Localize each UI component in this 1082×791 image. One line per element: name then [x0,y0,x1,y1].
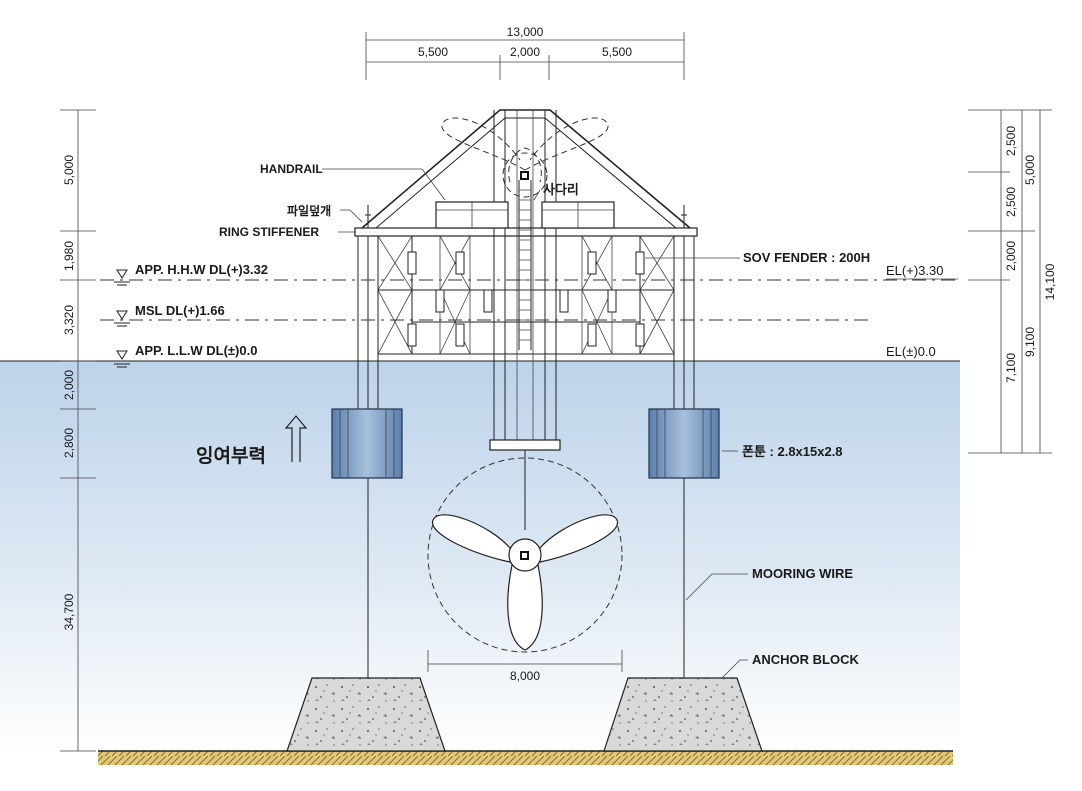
dim-left-3: 2,000 [62,370,76,400]
handrail [435,201,615,229]
ladder [518,180,532,350]
anchor-block-right [603,677,763,752]
dim-left-1: 1,980 [62,241,76,271]
dim-left-5: 34,700 [62,593,76,630]
sov-fenders [407,251,645,347]
callouts: HANDRAIL 사다리 파일덮개 RING STIFFENER SOV FEN… [219,162,870,679]
msl-label: MSL DL(+)1.66 [135,303,225,318]
mooring-wire-label: MOORING WIRE [752,566,853,581]
llw-label: APP. L.L.W DL(±)0.0 [135,343,257,358]
right-dimensions: 2,500 2,500 2,000 7,100 5,000 9,100 14,1… [968,109,1057,454]
dim-right-1: 2,500 [1004,187,1018,217]
dim-rotor: 8,000 [510,669,540,683]
dim-left-2: 3,320 [62,305,76,335]
ring-stiffeners [365,205,687,228]
dim-right-outer: 14,100 [1043,263,1057,300]
anchor-block-left [286,677,446,752]
sov-fender-label: SOV FENDER : 200H [743,250,870,265]
dim-top-left: 5,500 [418,45,448,59]
dim-right-0: 2,500 [1004,126,1018,156]
water-body [0,361,960,751]
buoyancy-arrow-icon [284,415,308,462]
hhw-label: APP. H.H.W DL(+)3.32 [135,262,268,277]
left-dimensions: 5,000 1,980 3,320 2,000 2,800 34,700 [60,109,96,752]
hhw-marker-icon [114,269,130,286]
pontoon-left [331,408,403,479]
msl-marker-icon [114,310,130,327]
upper-rotor-outline [441,117,609,198]
water-levels: APP. H.H.W DL(+)3.32 MSL DL(+)1.66 APP. … [100,262,960,368]
dim-left-0: 5,000 [62,155,76,185]
anchor-block-label: ANCHOR BLOCK [752,652,859,667]
el-zero-label: EL(±)0.0 [886,344,936,359]
handrail-label: HANDRAIL [260,162,323,176]
lower-rotor: 8,000 [427,457,623,683]
dim-right-3: 7,100 [1004,353,1018,383]
deck-frame [354,227,698,355]
ladder-label: 사다리 [543,182,579,198]
pontoon-label: 폰툰 : 2.8x15x2.8 [742,444,843,459]
dim-right-2: 2,000 [1004,241,1018,271]
dim-left-4: 2,800 [62,428,76,458]
dim-top-center: 2,000 [510,45,540,59]
tower-roof [361,109,691,530]
pile-cover-label: 파일덮개 [287,203,331,218]
dim-top-total: 13,000 [507,25,544,39]
buoyancy-label: 잉여부력 [196,445,266,467]
dim-right-mid-0: 5,000 [1023,155,1037,185]
top-dimensions: 13,000 5,500 2,000 5,500 [365,25,685,80]
el-high-label: EL(+)3.30 [886,263,943,278]
seabed [98,751,953,765]
ring-stiffener-label: RING STIFFENER [219,225,319,239]
dim-top-right: 5,500 [602,45,632,59]
llw-marker-icon [114,350,130,368]
dim-right-mid-1: 9,100 [1023,327,1037,357]
piles [357,231,695,409]
pontoon-right [648,408,720,479]
